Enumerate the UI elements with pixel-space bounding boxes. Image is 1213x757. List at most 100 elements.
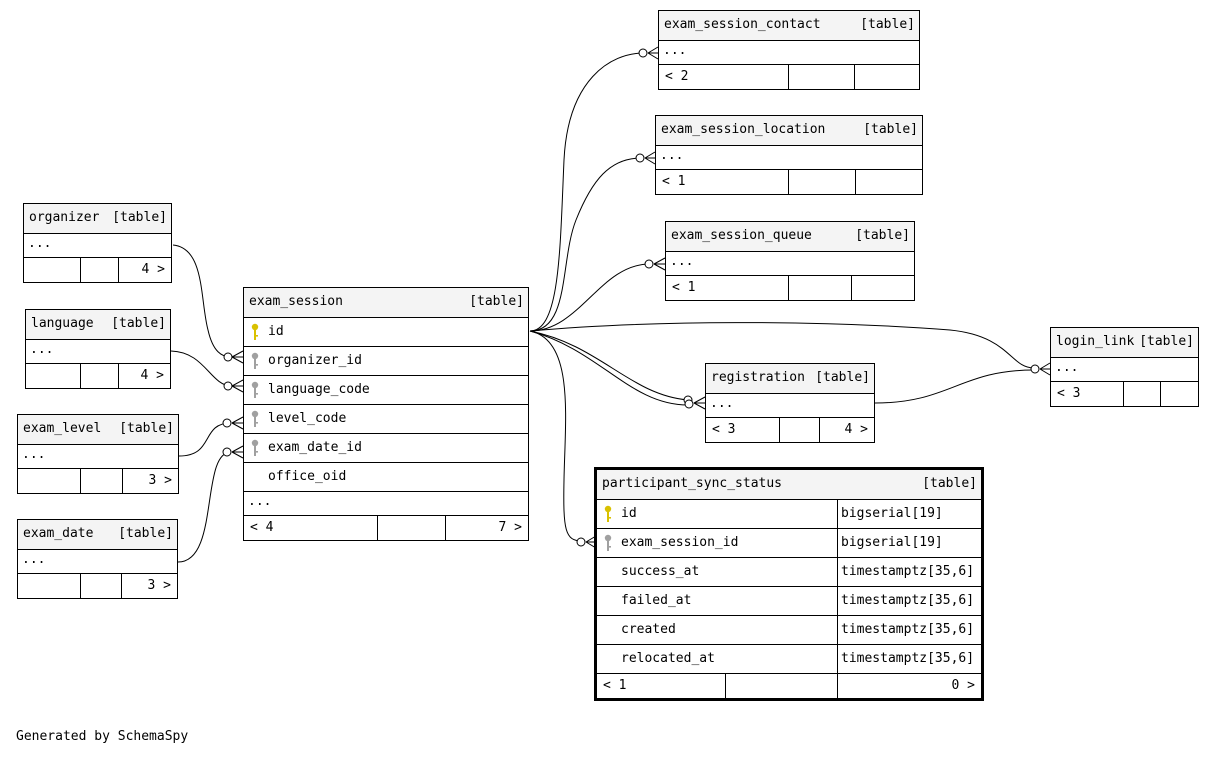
table-name: login_link	[1056, 334, 1135, 349]
edge-exam-date	[177, 451, 232, 563]
column-type: bigserial[19]	[837, 529, 943, 557]
column-count	[80, 364, 118, 388]
column-name: exam_session_id	[621, 535, 739, 550]
parents-count[interactable]: 0 >	[837, 674, 981, 698]
column-type: bigserial[19]	[837, 500, 943, 528]
parents-count[interactable]: 4 >	[118, 258, 171, 282]
edge-language	[170, 350, 232, 387]
foreign-key-icon	[251, 410, 259, 427]
column-name: relocated_at	[621, 651, 715, 666]
column-count	[80, 469, 122, 493]
column-row[interactable]: exam_date_id	[244, 433, 528, 462]
more-columns: ...	[666, 251, 914, 275]
column-count	[80, 258, 118, 282]
children-count[interactable]	[26, 364, 80, 388]
column-row[interactable]: relocated_at timestamptz[35,6]	[597, 644, 981, 673]
table-header: participant_sync_status [table]	[597, 470, 981, 499]
children-count[interactable]: < 4	[250, 520, 274, 535]
column-row[interactable]: id bigserial[19]	[597, 499, 981, 528]
column-row[interactable]: organizer_id	[244, 346, 528, 375]
table-name: exam_level	[23, 421, 102, 436]
table-footer: 3 >	[18, 573, 177, 598]
column-row[interactable]: failed_at timestamptz[35,6]	[597, 586, 981, 615]
table-login-link[interactable]: login_link [table] ... < 3	[1050, 327, 1199, 407]
children-count[interactable]	[18, 574, 80, 598]
parents-count[interactable]: 7 >	[445, 516, 528, 540]
children-count[interactable]: < 3	[712, 422, 736, 437]
column-row[interactable]: id	[244, 317, 528, 346]
column-row[interactable]: created timestamptz[35,6]	[597, 615, 981, 644]
table-name: registration	[711, 370, 805, 385]
column-row[interactable]: office_oid	[244, 462, 528, 491]
children-count[interactable]	[18, 469, 80, 493]
column-type: timestamptz[35,6]	[837, 558, 974, 586]
parents-count[interactable]	[1160, 382, 1198, 406]
children-count[interactable]: < 1	[662, 174, 686, 189]
generated-by-caption: Generated by SchemaSpy	[16, 729, 189, 744]
table-language[interactable]: language [table] ... 4 >	[25, 309, 171, 389]
column-row[interactable]: level_code	[244, 404, 528, 433]
column-count	[779, 418, 819, 442]
table-name: language	[31, 316, 94, 331]
table-name: participant_sync_status	[602, 476, 783, 491]
parents-count[interactable]: 3 >	[122, 469, 178, 493]
table-name: exam_session_contact	[664, 17, 821, 32]
table-exam-session-contact[interactable]: exam_session_contact [table] ... < 2	[658, 10, 920, 90]
more-columns: ...	[18, 549, 177, 573]
column-name: success_at	[621, 564, 700, 579]
more-columns: ...	[244, 491, 528, 515]
column-count	[788, 65, 854, 89]
table-organizer[interactable]: organizer [table] ... 4 >	[23, 203, 172, 283]
children-count[interactable]: < 2	[665, 69, 689, 84]
table-footer: 4 >	[26, 363, 170, 388]
table-kind: [table]	[469, 294, 524, 309]
parents-count[interactable]: 4 >	[118, 364, 170, 388]
column-count	[377, 516, 445, 540]
column-row[interactable]: exam_session_id bigserial[19]	[597, 528, 981, 557]
more-columns: ...	[18, 444, 178, 468]
parents-count[interactable]: 3 >	[121, 574, 177, 598]
column-name: failed_at	[621, 593, 692, 608]
column-name: exam_date_id	[268, 440, 362, 455]
children-count[interactable]: < 1	[672, 280, 696, 295]
parents-count[interactable]	[854, 65, 919, 89]
column-type: timestamptz[35,6]	[837, 616, 974, 644]
more-columns: ...	[1051, 357, 1198, 381]
parents-count[interactable]: 4 >	[819, 418, 874, 442]
table-header: exam_level [table]	[18, 415, 178, 444]
children-count[interactable]	[24, 258, 80, 282]
column-row[interactable]: language_code	[244, 375, 528, 404]
table-footer: < 1	[666, 275, 914, 300]
table-exam-date[interactable]: exam_date [table] ... 3 >	[17, 519, 178, 599]
column-name: id	[621, 506, 637, 521]
column-name: organizer_id	[268, 353, 362, 368]
table-exam-session[interactable]: exam_session [table] id organizer_id lan…	[243, 287, 529, 541]
column-count	[725, 674, 837, 698]
table-footer: < 3	[1051, 381, 1198, 406]
table-exam-session-queue[interactable]: exam_session_queue [table] ... < 1	[665, 221, 915, 301]
table-exam-session-location[interactable]: exam_session_location [table] ... < 1	[655, 115, 923, 195]
parents-count[interactable]	[851, 276, 914, 300]
table-footer: 3 >	[18, 468, 178, 493]
table-kind: [table]	[1139, 334, 1194, 349]
more-columns: ...	[659, 40, 919, 64]
foreign-key-icon	[251, 439, 259, 456]
table-name: exam_session	[249, 294, 343, 309]
table-header: registration [table]	[706, 364, 874, 393]
table-registration[interactable]: registration [table] ... < 3 4 >	[705, 363, 875, 443]
parents-count[interactable]	[855, 170, 922, 194]
column-count	[788, 170, 855, 194]
foreign-key-icon	[251, 352, 259, 369]
edge-login	[529, 322, 1035, 369]
table-participant-sync-status[interactable]: participant_sync_status [table] id bigse…	[594, 467, 984, 701]
table-name: exam_session_location	[661, 122, 826, 137]
table-kind: [table]	[855, 228, 910, 243]
table-header: organizer [table]	[24, 204, 171, 233]
column-row[interactable]: success_at timestamptz[35,6]	[597, 557, 981, 586]
children-count[interactable]: < 1	[603, 678, 627, 693]
table-exam-level[interactable]: exam_level [table] ... 3 >	[17, 414, 179, 494]
children-count[interactable]: < 3	[1057, 386, 1081, 401]
column-count	[788, 276, 851, 300]
more-columns: ...	[26, 339, 170, 363]
